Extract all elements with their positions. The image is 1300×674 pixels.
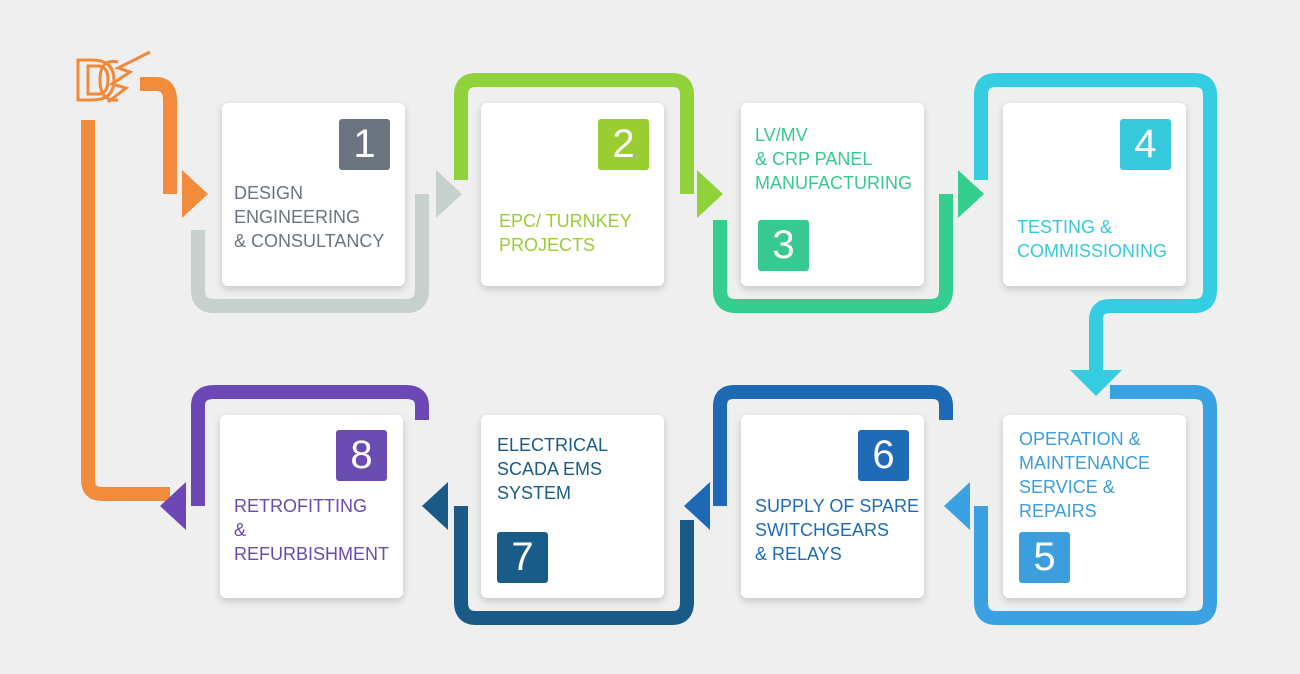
step-card-8: 8 RETROFITTING & REFURBISHMENT: [220, 415, 403, 598]
connector-step-2: [454, 73, 694, 194]
connector-step-6: [713, 385, 953, 506]
start-connector-line: [140, 77, 177, 194]
arrow-to-step-1: [182, 170, 208, 218]
arrow-to-step-2: [436, 170, 462, 218]
return-connector-line: [81, 120, 170, 501]
step-number-badge: 7: [497, 532, 548, 583]
step-number-badge: 8: [336, 430, 387, 481]
step-label: EPC/ TURNKEY PROJECTS: [499, 211, 632, 255]
step-card-2: 2 EPC/ TURNKEY PROJECTS: [481, 103, 664, 286]
step-number-badge: 1: [339, 119, 390, 170]
step-card-1: 1 DESIGN ENGINEERING & CONSULTANCY: [222, 103, 405, 286]
step-card-4: 4 TESTING & COMMISSIONING: [1003, 103, 1186, 286]
step-number-badge: 5: [1019, 532, 1070, 583]
arrow-to-step-7: [684, 482, 710, 530]
step-label: TESTING & COMMISSIONING: [1017, 217, 1168, 261]
arrow-to-step-4: [958, 170, 984, 218]
arrow-to-step-3: [697, 170, 723, 218]
step-number-badge: 3: [758, 220, 809, 271]
step-number-badge: 2: [598, 119, 649, 170]
connector-step-8: [191, 385, 429, 506]
connector-step-3: [713, 194, 953, 313]
arrow-to-return: [160, 482, 186, 530]
step-card-3: LV/MV & CRP PANEL MANUFACTURING 3: [741, 103, 924, 286]
connector-step-7: [454, 506, 694, 625]
step-card-6: 6 SUPPLY OF SPARE SWITCHGEARS & RELAYS: [741, 415, 924, 598]
connector-step-1: [191, 194, 429, 313]
step-label: LV/MV & CRP PANEL MANUFACTURING: [755, 125, 912, 193]
arrow-to-step-6: [944, 482, 970, 530]
step-label: ELECTRICAL SCADA EMS SYSTEM: [497, 435, 609, 503]
arrow-to-step-8: [422, 482, 448, 530]
step-label: DESIGN ENGINEERING & CONSULTANCY: [234, 183, 385, 251]
step-card-5: OPERATION & MAINTENANCE SERVICE & REPAIR…: [1003, 415, 1186, 598]
step-number-badge: 6: [858, 430, 909, 481]
dc-lightning-logo-icon: [76, 50, 151, 104]
arrow-to-step-5: [1070, 370, 1122, 396]
connector-step-4: [974, 73, 1217, 370]
step-label: SUPPLY OF SPARE SWITCHGEARS & RELAYS: [755, 496, 920, 564]
connector-step-5: [974, 385, 1217, 625]
step-number-badge: 4: [1120, 119, 1171, 170]
step-card-7: ELECTRICAL SCADA EMS SYSTEM 7: [481, 415, 664, 598]
step-label: RETROFITTING & REFURBISHMENT: [234, 496, 390, 564]
step-label: OPERATION & MAINTENANCE SERVICE & REPAIR…: [1019, 429, 1151, 521]
